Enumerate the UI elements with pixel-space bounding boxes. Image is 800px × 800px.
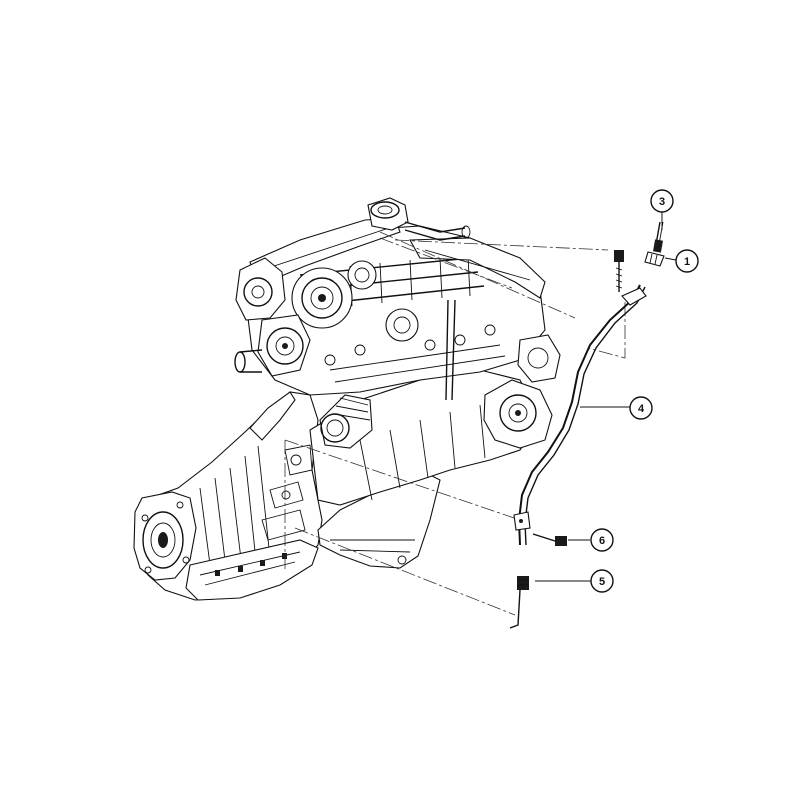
dipstick bbox=[653, 221, 664, 253]
turbocharger bbox=[291, 260, 377, 329]
callout-6: 6 bbox=[590, 528, 614, 552]
callout-5: 5 bbox=[590, 569, 614, 593]
callout-6-label: 6 bbox=[599, 535, 605, 547]
engine-block bbox=[234, 197, 561, 569]
callout-1-label: 1 bbox=[684, 256, 690, 268]
dipstick-tube bbox=[513, 284, 647, 546]
callout-1: 1 bbox=[675, 249, 699, 273]
callout-3: 3 bbox=[650, 189, 674, 213]
callout-4-label: 4 bbox=[638, 403, 645, 415]
leader-lines bbox=[535, 212, 677, 582]
tube-bolt-lower bbox=[532, 533, 567, 546]
callout-3-label: 3 bbox=[659, 196, 665, 208]
tube-bolt-upper bbox=[614, 250, 624, 292]
transmission bbox=[133, 391, 323, 601]
callout-4: 4 bbox=[629, 396, 653, 420]
alignment-lines bbox=[284, 231, 626, 616]
callout-5-label: 5 bbox=[599, 576, 605, 588]
alternator bbox=[483, 379, 553, 449]
dipstick-cap bbox=[644, 251, 665, 267]
tube-seal bbox=[509, 576, 529, 629]
